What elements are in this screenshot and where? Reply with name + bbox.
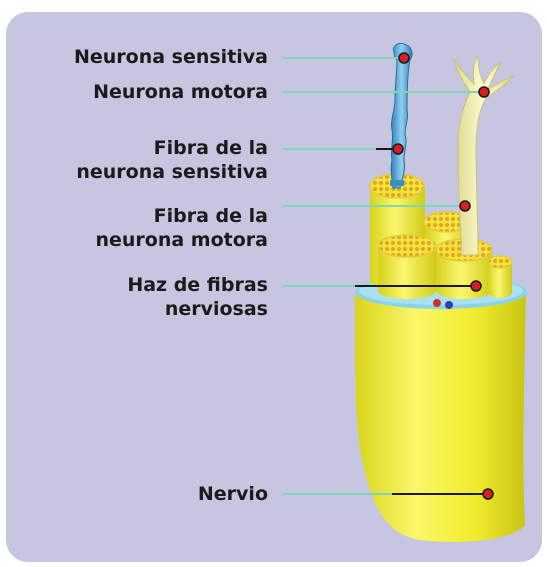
motor-neuron xyxy=(454,56,514,255)
label-neurona-motora: Neurona motora xyxy=(93,80,268,104)
marker-fibra-motora xyxy=(460,201,470,211)
sensory-neuron xyxy=(390,43,412,188)
label-fibra-neurona-sensitiva: Fibra de la neurona sensitiva xyxy=(76,136,268,184)
marker-fibra-sensitiva xyxy=(393,144,403,154)
label-haz-fibras: Haz de fibras nerviosas xyxy=(127,273,268,321)
label-fibra-motora-line1: Fibra de la xyxy=(95,204,268,228)
label-neurona-motora-text: Neurona motora xyxy=(93,81,268,103)
label-fibra-sensitiva-line1: Fibra de la xyxy=(76,136,268,160)
marker-neurona-motora xyxy=(479,87,489,97)
label-haz-line2: nerviosas xyxy=(127,297,268,321)
fiber-bundles xyxy=(370,174,512,299)
marker-nervio xyxy=(483,489,493,499)
marker-neurona-sensitiva xyxy=(399,53,409,63)
marker-haz xyxy=(471,281,481,291)
label-nervio: Nervio xyxy=(198,482,268,506)
nerve-cylinder xyxy=(355,275,527,542)
label-fibra-motora-line2: neurona motora xyxy=(95,228,268,252)
label-fibra-sensitiva-line2: neurona sensitiva xyxy=(76,160,268,184)
label-haz-line1: Haz de fibras xyxy=(127,273,268,297)
label-neurona-sensitiva: Neurona sensitiva xyxy=(74,45,268,69)
label-nervio-text: Nervio xyxy=(198,483,268,505)
label-neurona-sensitiva-text: Neurona sensitiva xyxy=(74,46,268,68)
label-fibra-neurona-motora: Fibra de la neurona motora xyxy=(95,204,268,252)
